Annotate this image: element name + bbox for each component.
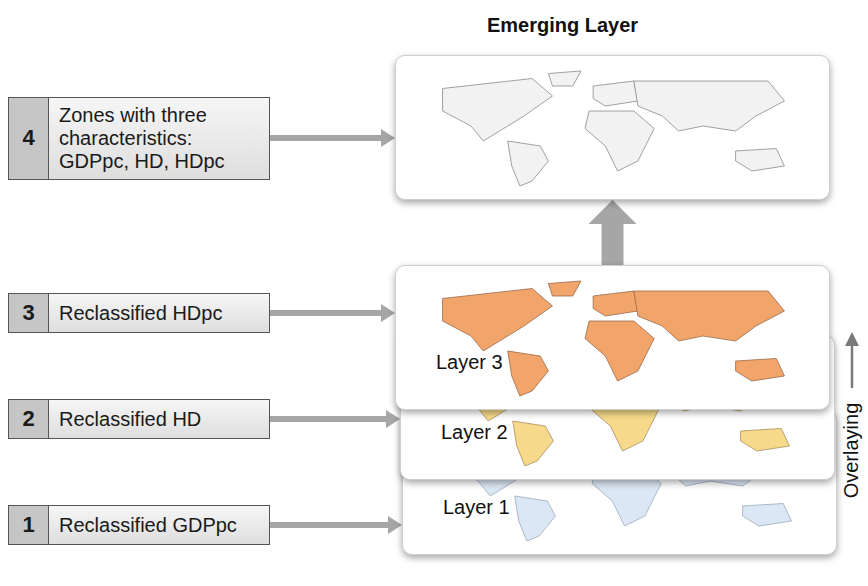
arrow-shaft	[270, 416, 387, 422]
step-number: 1	[22, 512, 34, 537]
flow-arrow	[270, 410, 400, 428]
step-box: 4 Zones with three characteristics: GDPpc…	[8, 97, 270, 180]
flow-arrow	[589, 200, 637, 265]
world-map	[410, 66, 817, 191]
step-label: Reclassified GDPpc	[59, 514, 237, 537]
continent-shape	[553, 351, 586, 366]
arrow-head	[381, 304, 395, 322]
overlay-arrow-head	[845, 332, 859, 346]
step-text-cell: Reclassified GDPpc	[49, 506, 269, 544]
overlay-label: Overlaying	[840, 402, 863, 498]
arrow-head	[589, 200, 637, 224]
flow-arrow	[270, 516, 402, 534]
continent-shape	[585, 321, 654, 381]
world-map	[410, 276, 817, 401]
step-box: 1 Reclassified GDPpc	[8, 505, 270, 545]
arrow-head	[388, 516, 402, 534]
step-number-cell: 2	[9, 400, 49, 438]
arrow-head	[386, 410, 400, 428]
layer-label: Layer 1	[439, 496, 514, 519]
continent-shape	[448, 359, 558, 422]
step-number: 4	[22, 125, 34, 150]
continent-shape	[593, 291, 638, 316]
step-label: Reclassified HD	[59, 408, 201, 431]
step-text-cell: Zones with three characteristics: GDPpc,…	[49, 98, 269, 179]
continent-shape	[743, 504, 792, 527]
continent-shape	[634, 81, 785, 131]
continent-shape	[443, 79, 553, 142]
emerging-layer: Emerging Layer	[395, 55, 830, 200]
step-box: 2 Reclassified HD	[8, 399, 270, 439]
continent-shape	[598, 361, 643, 386]
continent-shape	[736, 149, 785, 172]
map-layer: Layer 3	[395, 265, 830, 410]
continent-shape	[585, 111, 654, 171]
arrow-shaft	[270, 135, 382, 141]
continent-shape	[548, 281, 581, 296]
step-number-cell: 3	[9, 294, 49, 332]
continent-shape	[634, 291, 785, 341]
continent-shape	[515, 496, 556, 541]
step-label: Zones with three characteristics: GDPpc,…	[59, 104, 259, 173]
continent-shape	[600, 436, 645, 461]
overlay-arrow-shaft	[851, 344, 854, 388]
step-number: 3	[22, 300, 34, 325]
step-text-cell: Reclassified HDpc	[49, 294, 269, 332]
step-text-cell: Reclassified HD	[49, 400, 269, 438]
step-box: 3 Reclassified HDpc	[8, 293, 270, 333]
continent-shape	[508, 351, 549, 396]
arrow-shaft	[270, 522, 389, 528]
continent-shape	[639, 361, 790, 411]
continent-shape	[736, 359, 785, 382]
continent-shape	[590, 391, 659, 451]
continent-shape	[513, 421, 554, 466]
arrow-head	[381, 129, 395, 147]
flow-arrow	[270, 129, 395, 147]
step-number: 2	[22, 406, 34, 431]
continent-shape	[450, 434, 560, 497]
continent-shape	[641, 436, 792, 486]
continent-shape	[508, 141, 549, 186]
flow-arrow	[270, 304, 395, 322]
arrow-shaft	[602, 223, 624, 265]
arrow-shaft	[270, 310, 382, 316]
step-number-cell: 1	[9, 506, 49, 544]
layer-label: Layer 2	[437, 421, 512, 444]
continent-shape	[592, 466, 661, 526]
layer-label: Layer 3	[432, 351, 507, 374]
continent-shape	[443, 289, 553, 352]
continent-shape	[593, 81, 638, 106]
continent-shape	[555, 426, 588, 441]
step-label: Reclassified HDpc	[59, 302, 222, 325]
step-number-cell: 4	[9, 98, 49, 179]
layer-heading: Emerging Layer	[396, 14, 729, 37]
continent-shape	[741, 429, 790, 452]
continent-shape	[548, 71, 581, 86]
